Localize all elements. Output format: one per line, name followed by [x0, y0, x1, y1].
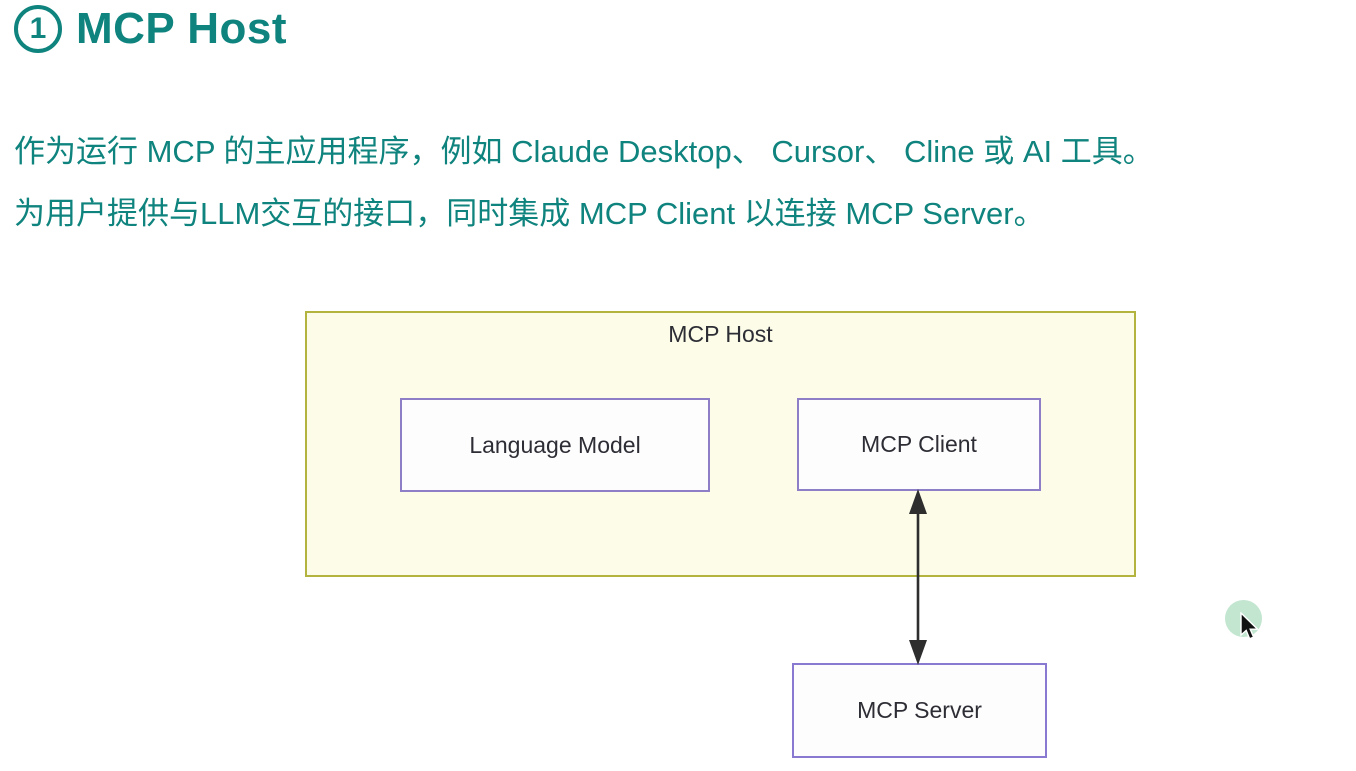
- client-server-arrow-icon: [909, 489, 927, 665]
- page-title: 1 MCP Host: [14, 4, 287, 54]
- mcp-client-label: MCP Client: [861, 431, 977, 457]
- mouse-cursor-icon: [1240, 612, 1260, 640]
- description-paragraph: 作为运行 MCP 的主应用程序，例如 Claude Desktop、 Curso…: [14, 121, 1154, 245]
- mcp-server-label: MCP Server: [857, 697, 982, 723]
- circled-number-icon: 1: [14, 5, 62, 53]
- language-model-label: Language Model: [469, 431, 641, 458]
- description-line-2: 为用户提供与LLM交互的接口，同时集成 MCP Client 以连接 MCP S…: [14, 196, 1045, 231]
- circled-number-text: 1: [29, 12, 47, 45]
- page-title-text: MCP Host: [76, 4, 287, 53]
- description-line-1: 作为运行 MCP 的主应用程序，例如 Claude Desktop、 Curso…: [14, 134, 1154, 169]
- language-model-box: Language Model: [400, 398, 710, 492]
- mcp-server-box: MCP Server: [792, 663, 1047, 758]
- mcp-host-label: MCP Host: [668, 321, 773, 347]
- mcp-client-box: MCP Client: [797, 398, 1041, 491]
